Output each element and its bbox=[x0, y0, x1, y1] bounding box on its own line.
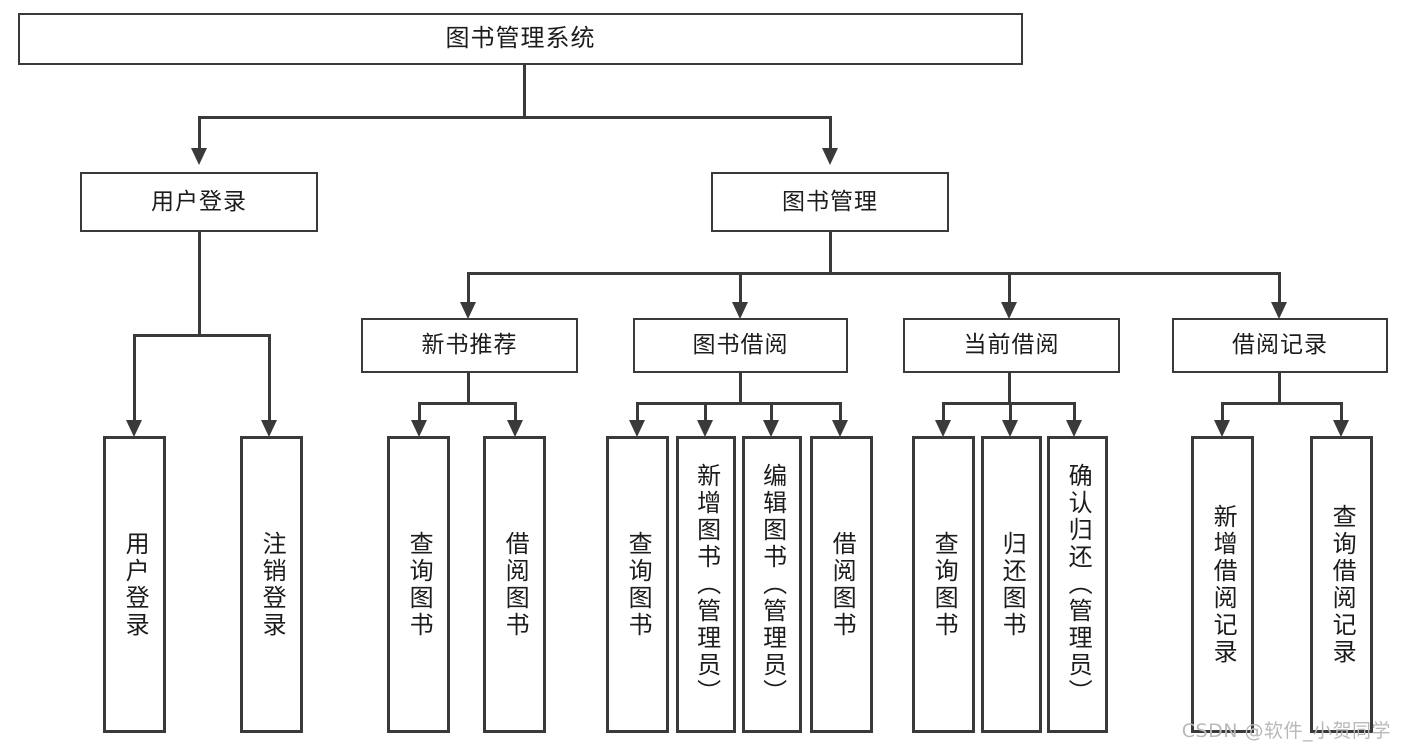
node-label: 图书管理系统 bbox=[445, 24, 596, 53]
connector-user-login-drop-2 bbox=[268, 334, 271, 420]
connector-book-manage-drop-1 bbox=[467, 272, 470, 304]
connector-cb-stem bbox=[1008, 373, 1011, 404]
connector-user-login-bar bbox=[133, 334, 270, 337]
connector-br-drop-1 bbox=[1221, 402, 1224, 420]
connector-bb-stem bbox=[739, 373, 742, 404]
connector-br-bar bbox=[1221, 402, 1343, 405]
leaf-query-book-1[interactable]: 查询图书 bbox=[387, 436, 450, 733]
node-label: 借阅图书 bbox=[501, 530, 530, 639]
connector-cb-drop-1 bbox=[942, 402, 945, 420]
leaf-return-book[interactable]: 归还图书 bbox=[981, 436, 1042, 733]
node-root[interactable]: 图书管理系统 bbox=[18, 13, 1023, 65]
node-label: 当前借阅 bbox=[963, 332, 1060, 359]
leaf-query-record[interactable]: 查询借阅记录 bbox=[1310, 436, 1373, 733]
node-label: 新增图书（管理员） bbox=[692, 463, 721, 706]
node-label: 查询图书 bbox=[624, 530, 653, 639]
node-label: 图书管理 bbox=[782, 188, 878, 215]
connector-cb-drop-2 bbox=[1009, 402, 1012, 420]
arrow-to-leaf-confirm-return bbox=[1066, 420, 1082, 437]
leaf-borrow-book-2[interactable]: 借阅图书 bbox=[810, 436, 873, 733]
arrow-to-user-login bbox=[191, 148, 207, 165]
arrow-to-book-borrow bbox=[732, 302, 748, 319]
arrow-to-leaf-query-book-1 bbox=[411, 420, 427, 437]
arrow-to-leaf-add-book bbox=[697, 420, 713, 437]
node-label: 查询借阅记录 bbox=[1328, 503, 1357, 666]
connector-book-manage-drop-2 bbox=[739, 272, 742, 304]
connector-bb-drop-1 bbox=[636, 402, 639, 420]
connector-book-manage-bar bbox=[467, 272, 1281, 275]
leaf-add-book[interactable]: 新增图书（管理员） bbox=[676, 436, 736, 733]
connector-user-login-stem bbox=[198, 232, 201, 336]
node-label: 新书推荐 bbox=[421, 332, 518, 359]
arrow-to-leaf-edit-book bbox=[763, 420, 779, 437]
connector-cb-drop-3 bbox=[1073, 402, 1076, 420]
node-label: 查询图书 bbox=[930, 530, 959, 639]
node-book-borrow[interactable]: 图书借阅 bbox=[633, 318, 848, 373]
connector-br-drop-2 bbox=[1340, 402, 1343, 420]
arrow-to-leaf-add-record bbox=[1214, 420, 1230, 437]
connector-nbr-drop-1 bbox=[418, 402, 421, 420]
node-label: 借阅记录 bbox=[1232, 332, 1328, 359]
node-borrow-record[interactable]: 借阅记录 bbox=[1172, 318, 1388, 373]
connector-nbr-stem bbox=[467, 373, 470, 404]
connector-root-drop-left bbox=[198, 116, 201, 148]
arrow-to-borrow-record bbox=[1271, 302, 1287, 319]
connector-user-login-drop-1 bbox=[133, 334, 136, 420]
arrow-to-leaf-query-book-3 bbox=[935, 420, 951, 437]
leaf-edit-book[interactable]: 编辑图书（管理员） bbox=[742, 436, 802, 733]
leaf-add-record[interactable]: 新增借阅记录 bbox=[1191, 436, 1254, 733]
node-book-manage[interactable]: 图书管理 bbox=[711, 172, 949, 232]
arrow-to-new-book-recommend bbox=[460, 302, 476, 319]
node-label: 注销登录 bbox=[258, 530, 287, 639]
connector-book-manage-drop-3 bbox=[1008, 272, 1011, 304]
node-label: 用户登录 bbox=[121, 530, 150, 639]
connector-bb-drop-4 bbox=[839, 402, 842, 420]
node-label: 确认归还（管理员） bbox=[1064, 463, 1093, 706]
node-label: 借阅图书 bbox=[828, 530, 857, 639]
node-user-login[interactable]: 用户登录 bbox=[80, 172, 318, 232]
arrow-to-leaf-borrow-book-2 bbox=[832, 420, 848, 437]
arrow-to-current-borrow bbox=[1001, 302, 1017, 319]
connector-nbr-drop-2 bbox=[514, 402, 517, 420]
node-current-borrow[interactable]: 当前借阅 bbox=[903, 318, 1120, 373]
arrow-to-leaf-borrow-book-1 bbox=[507, 420, 523, 437]
arrow-to-leaf-return-book bbox=[1002, 420, 1018, 437]
connector-bb-drop-3 bbox=[770, 402, 773, 420]
connector-root-bar bbox=[198, 116, 832, 119]
connector-br-stem bbox=[1278, 373, 1281, 404]
node-new-book-recommend[interactable]: 新书推荐 bbox=[361, 318, 578, 373]
connector-bb-drop-2 bbox=[704, 402, 707, 420]
node-label: 新增借阅记录 bbox=[1209, 503, 1238, 666]
leaf-borrow-book-1[interactable]: 借阅图书 bbox=[483, 436, 546, 733]
arrow-to-leaf-user-logout bbox=[261, 420, 277, 437]
node-label: 用户登录 bbox=[151, 188, 247, 215]
connector-nbr-bar bbox=[418, 402, 517, 405]
leaf-query-book-3[interactable]: 查询图书 bbox=[912, 436, 975, 733]
arrow-to-leaf-query-record bbox=[1333, 420, 1349, 437]
arrow-to-book-manage bbox=[822, 148, 838, 165]
connector-bb-bar bbox=[636, 402, 842, 405]
node-label: 图书借阅 bbox=[692, 332, 789, 359]
node-label: 查询图书 bbox=[405, 530, 434, 639]
leaf-query-book-2[interactable]: 查询图书 bbox=[606, 436, 669, 733]
leaf-user-login[interactable]: 用户登录 bbox=[103, 436, 166, 733]
connector-book-manage-drop-4 bbox=[1278, 272, 1281, 304]
connector-book-manage-stem bbox=[829, 232, 832, 274]
connector-root-drop-right bbox=[829, 116, 832, 148]
node-label: 编辑图书（管理员） bbox=[758, 463, 787, 706]
leaf-confirm-return[interactable]: 确认归还（管理员） bbox=[1047, 436, 1108, 733]
arrow-to-leaf-query-book-2 bbox=[629, 420, 645, 437]
arrow-to-leaf-user-login bbox=[126, 420, 142, 437]
node-label: 归还图书 bbox=[998, 530, 1027, 639]
leaf-user-logout[interactable]: 注销登录 bbox=[240, 436, 303, 733]
connector-root-stem bbox=[523, 65, 526, 118]
